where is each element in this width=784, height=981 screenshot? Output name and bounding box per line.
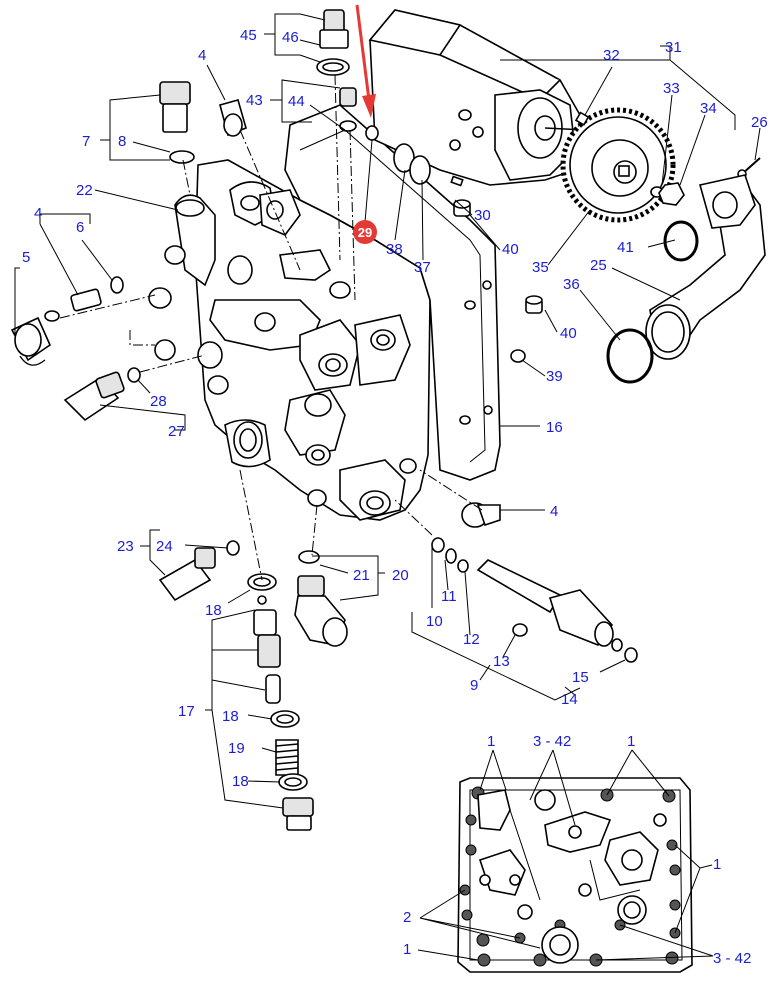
label-8: 8 — [118, 133, 126, 150]
drive-gear — [560, 107, 676, 223]
highlight-arrow — [355, 4, 376, 223]
label-12: 12 — [463, 631, 480, 648]
label-15: 15 — [572, 669, 589, 686]
label-27: 27 — [168, 423, 185, 440]
label-38: 38 — [386, 241, 403, 258]
valve-body-housing — [148, 159, 431, 521]
label-11: 11 — [441, 588, 457, 605]
label-23: 23 — [117, 538, 134, 555]
elbow-fitting-20 — [294, 550, 348, 647]
label-43: 43 — [246, 92, 263, 109]
gasket-plate — [284, 104, 501, 481]
label-40-top: 40 — [502, 241, 519, 258]
inset-label-3-42-bottom: 3 - 42 — [713, 950, 751, 967]
label-10: 10 — [426, 613, 443, 630]
label-18-bottom: 18 — [232, 773, 249, 790]
label-18-top: 18 — [205, 602, 222, 619]
inset-label-1-right: 1 — [713, 856, 721, 873]
label-45: 45 — [240, 27, 257, 44]
label-16: 16 — [546, 419, 563, 436]
label-24: 24 — [156, 538, 173, 555]
inset-label-1-bottom: 1 — [403, 941, 411, 958]
label-4-left: 4 — [34, 205, 42, 222]
label-25: 25 — [590, 257, 607, 274]
label-26: 26 — [751, 114, 768, 131]
label-17: 17 — [178, 703, 195, 720]
label-44: 44 — [288, 93, 305, 110]
fitting-7 — [159, 81, 195, 164]
label-41: 41 — [617, 239, 634, 256]
label-7: 7 — [82, 133, 90, 150]
label-13: 13 — [493, 653, 510, 670]
highlight-badge: 29 — [353, 220, 377, 244]
label-32: 32 — [603, 47, 620, 64]
label-30: 30 — [474, 207, 491, 224]
plug-4-bottom — [461, 502, 501, 528]
label-37: 37 — [414, 259, 431, 276]
left-plugs — [10, 276, 124, 366]
label-22: 22 — [76, 182, 93, 199]
label-5: 5 — [22, 249, 30, 266]
label-28: 28 — [150, 393, 167, 410]
label-4-top: 4 — [198, 47, 206, 64]
plug-4-top — [219, 99, 247, 137]
label-14: 14 — [561, 691, 578, 708]
part-labels: 45 46 4 43 44 7 8 22 4 6 5 28 27 31 32 3… — [22, 27, 768, 790]
label-46: 46 — [282, 29, 299, 46]
label-39: 39 — [546, 368, 563, 385]
label-35: 35 — [532, 259, 549, 276]
spool-valve-9 — [431, 537, 638, 663]
label-18-mid: 18 — [222, 708, 239, 725]
label-19: 19 — [228, 740, 245, 757]
label-40-mid: 40 — [560, 325, 577, 342]
inset-diagram — [417, 749, 714, 973]
top-fittings — [316, 9, 357, 132]
label-6: 6 — [76, 219, 84, 236]
inset-label-1-top-left: 1 — [487, 733, 495, 750]
label-4-right: 4 — [550, 503, 558, 520]
pump-small-parts — [365, 111, 761, 363]
pump-assembly — [368, 9, 586, 186]
label-9: 9 — [470, 677, 478, 694]
inset-labels: 1 3 - 42 1 1 2 1 3 - 42 — [403, 733, 751, 967]
callout-lines — [14, 13, 761, 809]
label-36: 36 — [563, 276, 580, 293]
assembly-lines — [59, 74, 483, 581]
sensor-27 — [63, 367, 141, 422]
inset-label-2: 2 — [403, 909, 411, 926]
label-21: 21 — [353, 567, 370, 584]
label-33: 33 — [663, 80, 680, 97]
sensor-23 — [158, 540, 240, 602]
label-31: 31 — [665, 39, 682, 56]
label-20: 20 — [392, 567, 409, 584]
inset-label-1-top-right: 1 — [627, 733, 635, 750]
inset-label-3-42-top: 3 - 42 — [533, 733, 571, 750]
label-34: 34 — [700, 100, 717, 117]
highlight-badge-text: 29 — [358, 225, 372, 240]
elbow-pipe — [606, 174, 766, 384]
